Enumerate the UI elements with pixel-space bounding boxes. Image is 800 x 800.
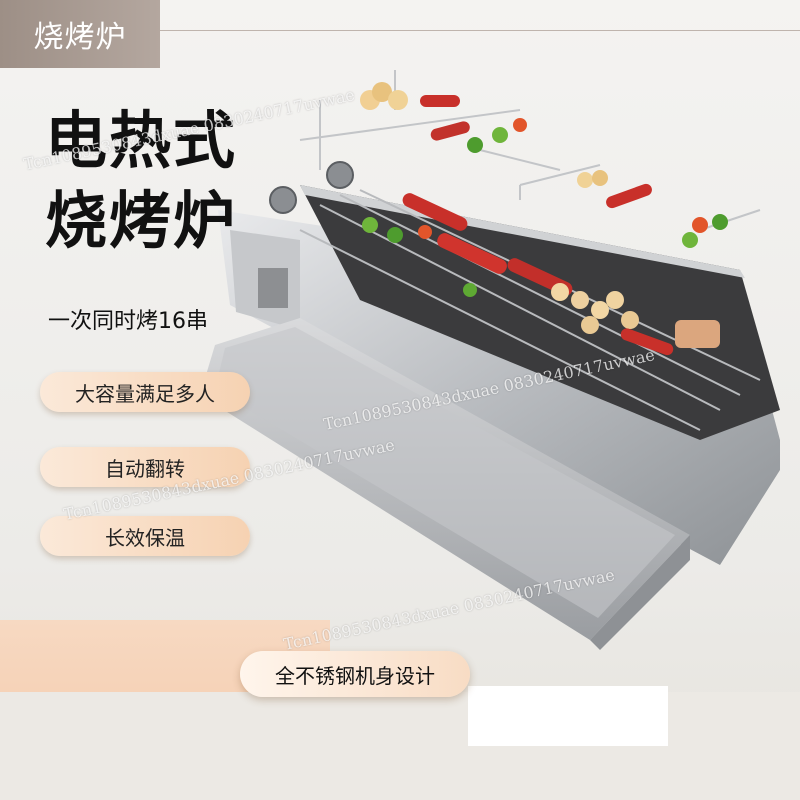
headline-line-1: 电热式	[45, 104, 238, 177]
vent-grille	[258, 268, 288, 308]
category-tag: 烧烤炉	[0, 0, 160, 68]
top-divider	[160, 30, 800, 31]
feature-auto-rotate: 自动翻转	[40, 447, 250, 487]
bottom-band	[0, 692, 800, 800]
headline-line-2: 烧烤炉	[45, 184, 238, 257]
feature-steel-body: 全不锈钢机身设计	[240, 651, 470, 697]
feature-heat-keeping: 长效保温	[40, 516, 250, 556]
upper-rack	[299, 70, 761, 231]
grill-bed	[300, 185, 780, 440]
knob-icon	[269, 186, 297, 214]
skewer-count: 一次同时烤16串	[48, 309, 208, 334]
feature-capacity: 大容量满足多人	[40, 372, 250, 412]
knob-icon	[326, 161, 354, 189]
skewered-food	[362, 193, 720, 356]
decor-square	[468, 686, 668, 746]
